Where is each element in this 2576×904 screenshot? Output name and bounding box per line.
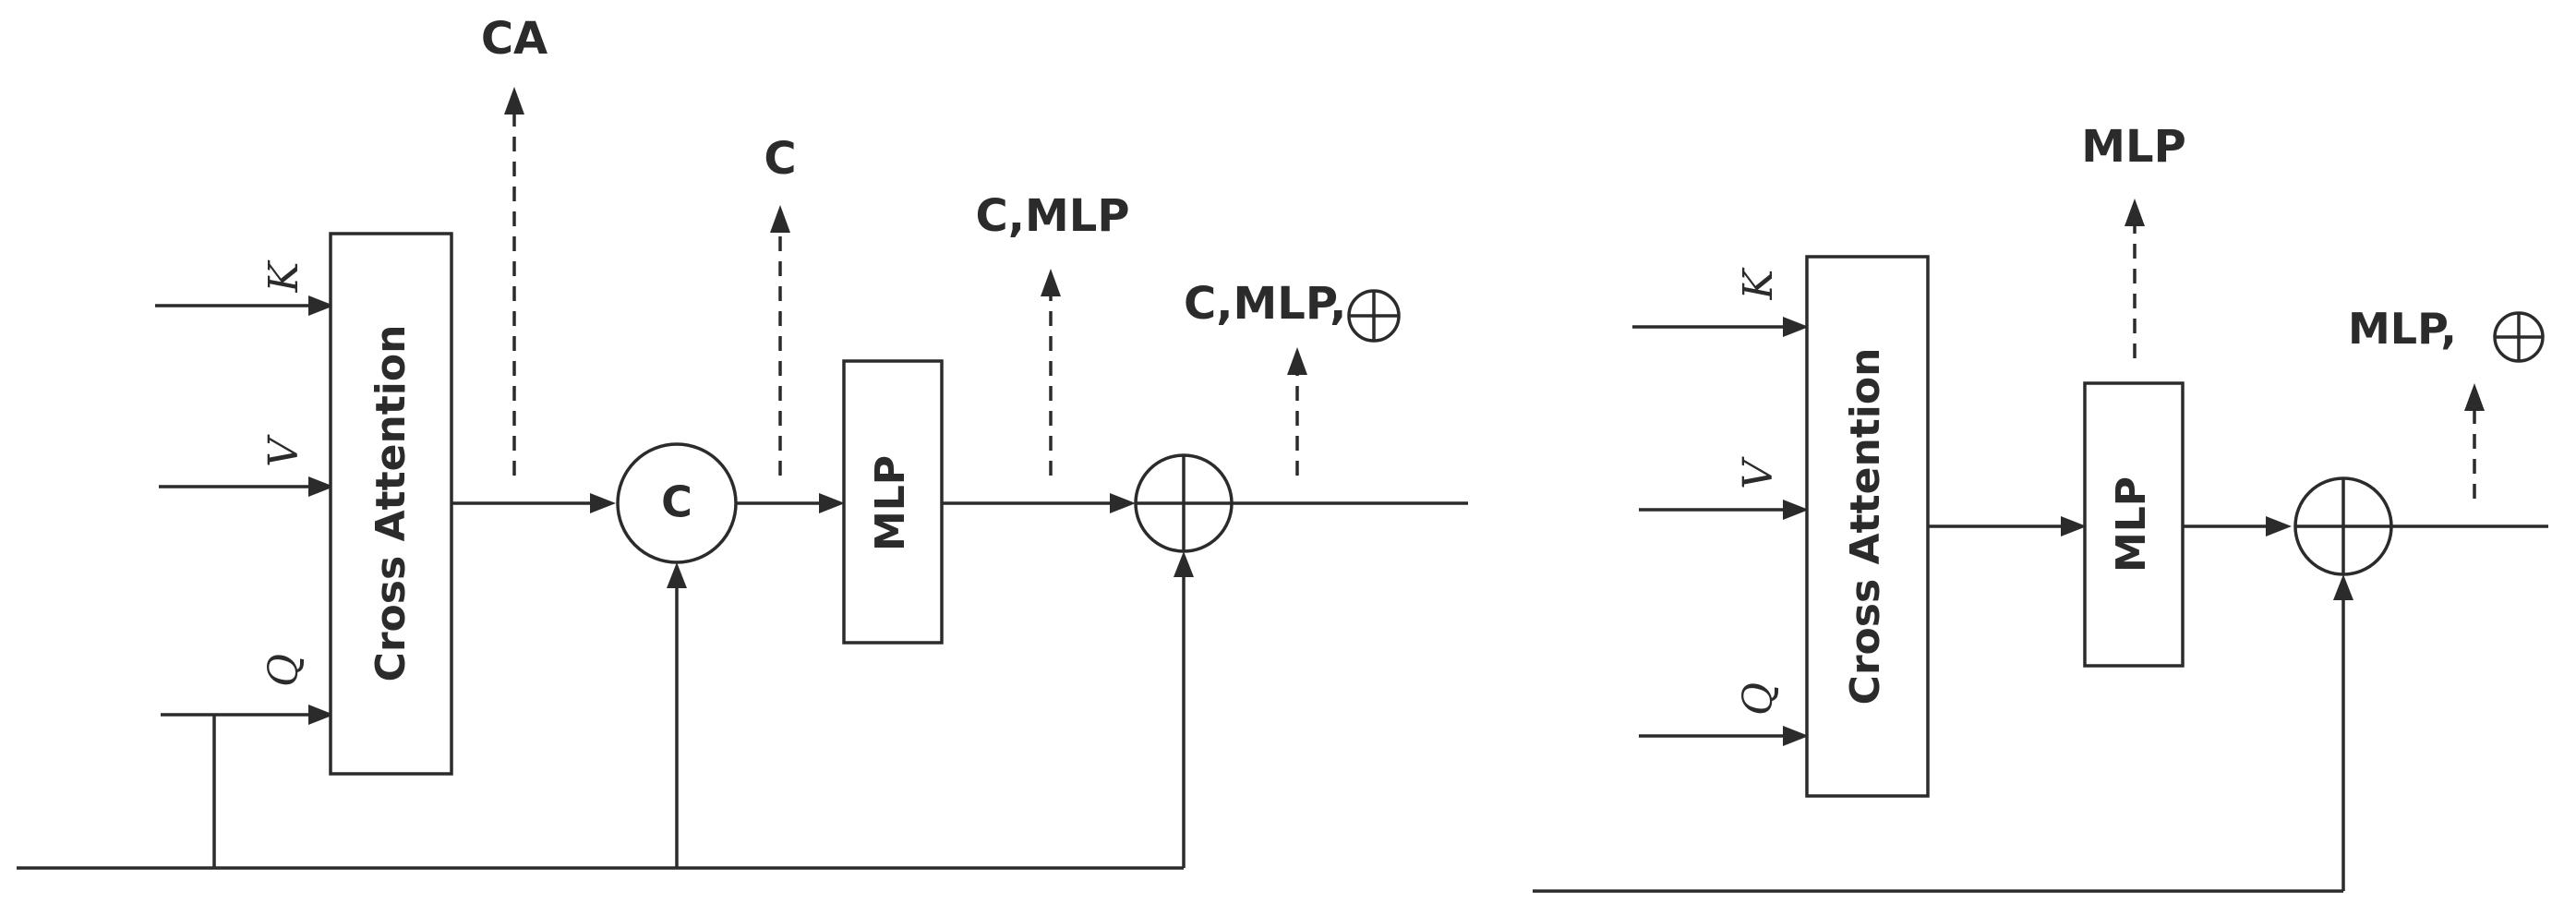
left-k-label: K xyxy=(260,259,307,293)
right-mlp-block xyxy=(2083,381,2185,668)
right-cross-attention-label: Cross Attention xyxy=(1842,348,1889,705)
right-ca-to-mlp-arrow xyxy=(1928,516,2087,536)
circled-plus-icon xyxy=(2493,311,2545,363)
left-add-node xyxy=(1134,453,1234,553)
right-q-input-arrow xyxy=(1639,726,1809,746)
left-mlp-label: MLP xyxy=(867,455,914,551)
right-k-input-arrow xyxy=(1632,317,1809,337)
right-tap-add-label: MLP, xyxy=(2348,304,2457,354)
left-ca-to-concat-arrow xyxy=(451,493,616,513)
right-v-input-arrow xyxy=(1639,500,1809,520)
left-v-input-arrow xyxy=(159,476,334,497)
left-q-input-arrow xyxy=(161,705,334,725)
left-v-label: V xyxy=(260,434,307,467)
left-k-input-arrow xyxy=(155,295,334,316)
right-add-node xyxy=(2293,476,2393,576)
right-tap-mlp-arrow xyxy=(2125,199,2145,358)
left-cross-attention-label: Cross Attention xyxy=(367,325,415,682)
left-tap-ca-label: CA xyxy=(481,13,548,65)
left-tap-concat-arrow xyxy=(770,205,790,476)
right-residual-path xyxy=(1533,574,2353,893)
right-diagram: K V Q Cross Attention MLP MLP xyxy=(1533,121,2548,893)
right-mlp-label: MLP xyxy=(2108,476,2155,573)
left-tap-add-arrow xyxy=(1287,347,1307,476)
left-tap-concat-label: C xyxy=(764,133,796,185)
right-cross-attention-block xyxy=(1805,255,1930,798)
left-diagram: K V Q Cross Attention CA C xyxy=(17,13,1468,870)
right-v-label: V xyxy=(1735,456,1782,489)
left-concat-label: C xyxy=(661,477,692,527)
right-tap-add-arrow xyxy=(2464,383,2485,499)
left-tap-add-label: C,MLP, xyxy=(1184,278,1346,330)
left-tap-mlp-arrow xyxy=(1041,269,1061,476)
left-concat-to-mlp-arrow xyxy=(736,493,845,513)
right-tap-mlp-label: MLP xyxy=(2081,121,2186,173)
left-tap-ca-arrow xyxy=(504,87,524,476)
right-k-label: K xyxy=(1735,267,1782,300)
left-q-label: Q xyxy=(260,654,307,687)
left-mlp-to-add-arrow xyxy=(942,493,1136,513)
left-tap-mlp-label: C,MLP xyxy=(976,190,1130,242)
right-mlp-to-add-arrow xyxy=(2183,516,2292,536)
left-residual-path xyxy=(17,551,1194,870)
left-cross-attention-block xyxy=(329,232,453,776)
circled-plus-icon xyxy=(1347,289,1401,343)
right-q-label: Q xyxy=(1735,682,1782,716)
